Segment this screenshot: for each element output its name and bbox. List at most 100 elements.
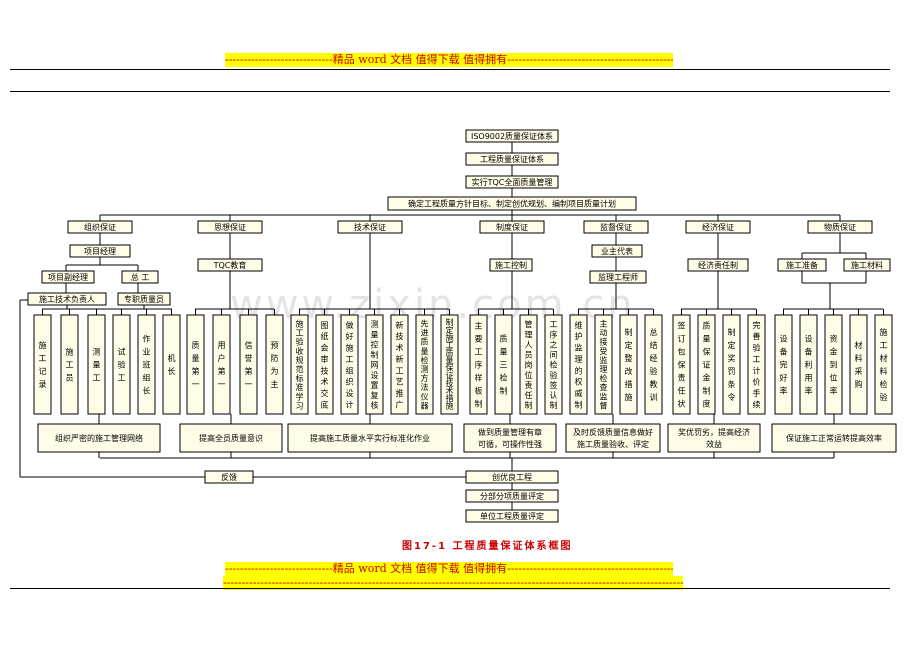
box-excellent-project: 创优良工程 (465, 470, 559, 484)
leaf-tech-3-label: 做好施工组织设计 (346, 320, 354, 410)
leaf-tech-4-label: 测量控制网设置复核 (371, 320, 379, 410)
leaf-thought-2: 用户第一 (212, 314, 231, 415)
box-unit-evaluation-label: 单位工程质量评定 (480, 511, 544, 521)
box-feedback: 反馈 (204, 470, 254, 484)
box-supervisor-engineer-label: 监理工程师 (598, 272, 638, 282)
box-subdivision-evaluation-label: 分部分项质量评定 (480, 491, 544, 501)
leaf-org-6-label: 机长 (168, 353, 176, 376)
box-quality-officer-label: 专职质量员 (124, 294, 164, 304)
box-chief-engineer-label: 总 工 (131, 272, 150, 282)
box-quality-plan: 确定工程质量方针目标、制定创优规划、编制项目质量计划 (387, 196, 637, 211)
box-deputy-manager: 项目副经理 (41, 270, 95, 284)
header-banner: -----------------------------精品 word 文档 … (225, 53, 673, 67)
leaf-system-1: 主要工序样板制 (469, 314, 488, 415)
leaf-supervision-2: 主动接受监理检查监督 (594, 314, 613, 415)
leaf-thought-1-label: 质量第一 (192, 340, 200, 389)
result-system-label: 可循，可操作性强 (478, 439, 542, 449)
category-thought-label: 思想保证 (214, 222, 246, 232)
figure-caption: 图17-1 工程质量保证体系框图 (402, 541, 573, 552)
result-system-label: 做到质量管理有章 (478, 427, 542, 437)
box-construction-prep-label: 施工准备 (786, 260, 818, 270)
box-construction-prep: 施工准备 (777, 258, 827, 272)
leaf-system-2: 质量三检制 (494, 314, 513, 415)
leaf-tech-7-label: 制定施工质量保证技术措施 (446, 317, 454, 411)
result-material: 保证施工正常运转提高效率 (771, 423, 897, 453)
category-org: 组织保证 (67, 220, 133, 234)
box-project-manager-label: 项目经理 (84, 246, 116, 256)
leaf-org-1: 施工记录 (33, 314, 52, 415)
leaf-org-3-label: 测量工 (93, 348, 101, 383)
category-supervision: 监督保证 (583, 220, 649, 234)
leaf-material-3-label: 资金到位率 (830, 334, 838, 396)
leaf-tech-2-label: 图纸会审技术交底 (321, 321, 329, 410)
leaf-org-3: 测量工 (87, 314, 106, 415)
leaf-supervision-1: 维护监理的权威制 (569, 314, 588, 415)
leaf-supervision-3: 制定整改措施 (619, 314, 638, 415)
box-iso9002-label: ISO9002质量保证体系 (471, 131, 553, 141)
leaf-material-5-label: 施工材料检验 (880, 327, 888, 402)
category-system-label: 制度保证 (496, 222, 528, 232)
leaf-system-3-label: 管理人员岗位责任制 (525, 319, 533, 410)
leaf-tech-7: 制定施工质量保证技术措施 (440, 314, 459, 415)
leaf-system-4-label: 工序之间检验签认制 (550, 320, 558, 410)
box-supervisor-engineer: 监理工程师 (589, 270, 647, 284)
category-tech: 技术保证 (337, 220, 403, 234)
category-economic-label: 经济保证 (702, 222, 734, 232)
box-quality-system: 工程质量保证体系 (465, 152, 559, 166)
leaf-org-4: 试验工 (112, 314, 131, 415)
box-unit-evaluation: 单位工程质量评定 (465, 509, 559, 523)
box-quality-plan-label: 确定工程质量方针目标、制定创优规划、编制项目质量计划 (408, 199, 616, 209)
result-supervision-label: 及时反馈质量信息做好 (573, 427, 653, 437)
leaf-material-4-label: 材料采购 (855, 340, 863, 389)
result-thought: 提高全员质量意识 (179, 423, 283, 453)
leaf-economic-2-label: 质量保证金制度 (703, 321, 711, 409)
result-tech-label: 提高施工质量水平实行标准化作业 (310, 433, 430, 443)
leaf-system-3: 管理人员岗位责任制 (519, 314, 538, 415)
leaf-material-2: 设备利用率 (799, 314, 818, 415)
category-tech-label: 技术保证 (354, 222, 386, 232)
box-construction-materials-label: 施工材料 (851, 260, 883, 270)
leaf-thought-4-label: 预防为主 (271, 340, 279, 389)
box-quality-system-label: 工程质量保证体系 (480, 154, 544, 164)
leaf-economic-1-label: 签订包保责任状 (678, 321, 686, 409)
leaf-thought-3: 信誉第一 (239, 314, 258, 415)
category-supervision-label: 监督保证 (600, 222, 632, 232)
header-rule-2 (10, 91, 890, 92)
leaf-economic-2: 质量保证金制度 (697, 314, 716, 415)
leaf-economic-4: 完善验工计价手续 (747, 314, 766, 415)
box-owner-rep-label: 业主代表 (601, 246, 633, 256)
leaf-org-4-label: 试验工 (118, 347, 126, 383)
leaf-material-2-label: 设备利用率 (805, 334, 813, 396)
category-economic: 经济保证 (685, 220, 751, 234)
leaf-economic-1: 签订包保责任状 (672, 314, 691, 415)
leaf-org-2: 施工员 (60, 314, 79, 415)
leaf-supervision-2-label: 主动接受监理检查监督 (600, 319, 608, 411)
leaf-supervision-1-label: 维护监理的权威制 (575, 320, 583, 410)
leaf-supervision-3-label: 制定整改措施 (625, 327, 633, 402)
leaf-org-5: 作业班组长 (137, 314, 156, 415)
result-thought-label: 提高全员质量意识 (199, 433, 263, 443)
leaf-supervision-4-label: 总结经验教训 (650, 327, 658, 402)
category-material: 物质保证 (807, 220, 873, 234)
leaf-economic-3-label: 制定奖罚条令 (728, 327, 736, 402)
leaf-tech-2: 图纸会审技术交底 (315, 314, 334, 415)
leaf-tech-1-label: 施工验收规范标准学习 (296, 319, 304, 411)
box-excellent-project-label: 创优良工程 (492, 472, 532, 482)
footer-rule (10, 588, 890, 589)
leaf-material-4: 材料采购 (849, 314, 868, 415)
box-deputy-manager-label: 项目副经理 (48, 272, 88, 282)
leaf-supervision-4: 总结经验教训 (644, 314, 663, 415)
result-material-label: 保证施工正常运转提高效率 (786, 433, 882, 443)
leaf-system-1-label: 主要工序样板制 (475, 321, 483, 409)
leaf-thought-4: 预防为主 (265, 314, 284, 415)
box-construction-materials: 施工材料 (843, 258, 891, 272)
result-org-label: 组织严密的施工管理网络 (55, 433, 143, 443)
box-quality-officer: 专职质量员 (117, 292, 171, 306)
box-tqc-management: 实行TQC全面质量管理 (465, 175, 559, 189)
leaf-tech-5: 新技术新工艺推广 (390, 314, 409, 415)
box-tqc-education-label: TQC教育 (213, 260, 247, 270)
box-tqc-education: TQC教育 (197, 258, 263, 272)
box-economic-responsibility-label: 经济责任制 (698, 260, 738, 270)
